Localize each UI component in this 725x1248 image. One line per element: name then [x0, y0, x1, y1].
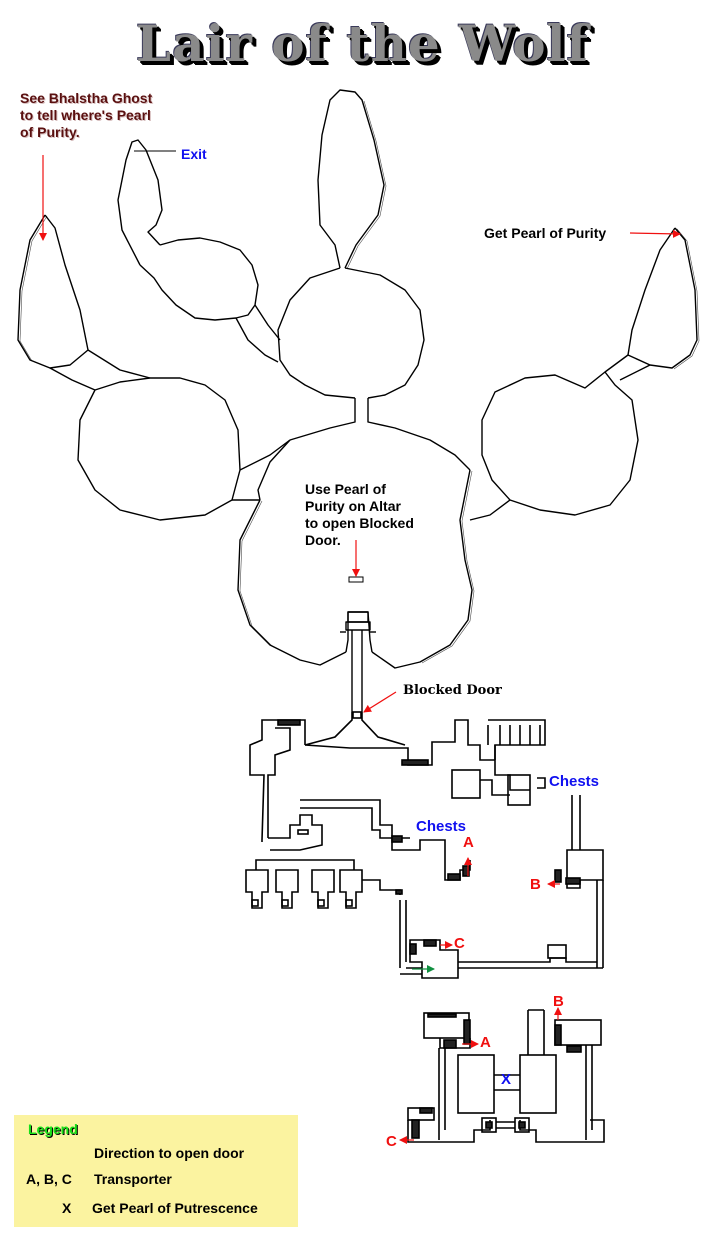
small-chamber	[159, 237, 259, 319]
get-pearl-purity-label: Get Pearl of Purity	[484, 225, 607, 241]
transporter-a2-label: A	[480, 1034, 491, 1051]
center-top-chamber	[277, 267, 356, 399]
exit-pod	[117, 139, 163, 266]
exit-label: Exit	[181, 146, 207, 162]
transporter-b-label: B	[530, 876, 541, 893]
upper-cave-outline	[17, 89, 698, 712]
chests-label-upper: Chests	[549, 773, 600, 790]
blocked-door-arrow	[363, 691, 397, 713]
transporter-c2-label: C	[386, 1133, 397, 1150]
ghost-note: See Bhalstha Ghost to tell where's Pearl…	[20, 90, 153, 140]
pearl-putrescence-marker: X	[501, 1071, 512, 1088]
legend-item-transporter: Transporter	[94, 1171, 172, 1187]
right-chamber	[481, 354, 639, 516]
middle-dungeon-walls	[245, 711, 604, 979]
lower-dungeon-walls	[407, 1009, 605, 1143]
right-pod	[627, 227, 698, 369]
legend-symbol-transporter: A, B, C	[26, 1171, 72, 1187]
annotation-arrows	[39, 155, 681, 1144]
transporter-c-label: C	[454, 935, 465, 952]
legend-title: Legend	[28, 1121, 78, 1137]
altar	[348, 576, 364, 583]
altar-chamber	[237, 499, 347, 666]
upper-cave-inner-wall	[19, 100, 700, 664]
legend-item-door-direction: Direction to open door	[94, 1145, 245, 1161]
left-chamber	[49, 367, 241, 521]
transporter-a-label: A	[463, 834, 474, 851]
map-title: Lair of the Wolf	[135, 14, 590, 73]
legend-symbol-pearl: X	[62, 1200, 72, 1216]
altar-note: Use Pearl of Purity on Altar to open Blo…	[305, 481, 414, 548]
top-center-pod	[317, 89, 385, 269]
legend-item-pearl-putrescence: Get Pearl of Putrescence	[92, 1200, 258, 1216]
left-pod	[17, 214, 89, 369]
pearl-purity-arrow	[629, 229, 681, 238]
blocked-door-label: Blocked Door	[403, 683, 502, 698]
chests-label-lower: Chests	[416, 818, 467, 835]
legend-box: Legend Direction to open door A, B, C Tr…	[14, 1115, 298, 1227]
transporter-b2-label: B	[553, 993, 564, 1010]
center-neck	[289, 398, 356, 441]
